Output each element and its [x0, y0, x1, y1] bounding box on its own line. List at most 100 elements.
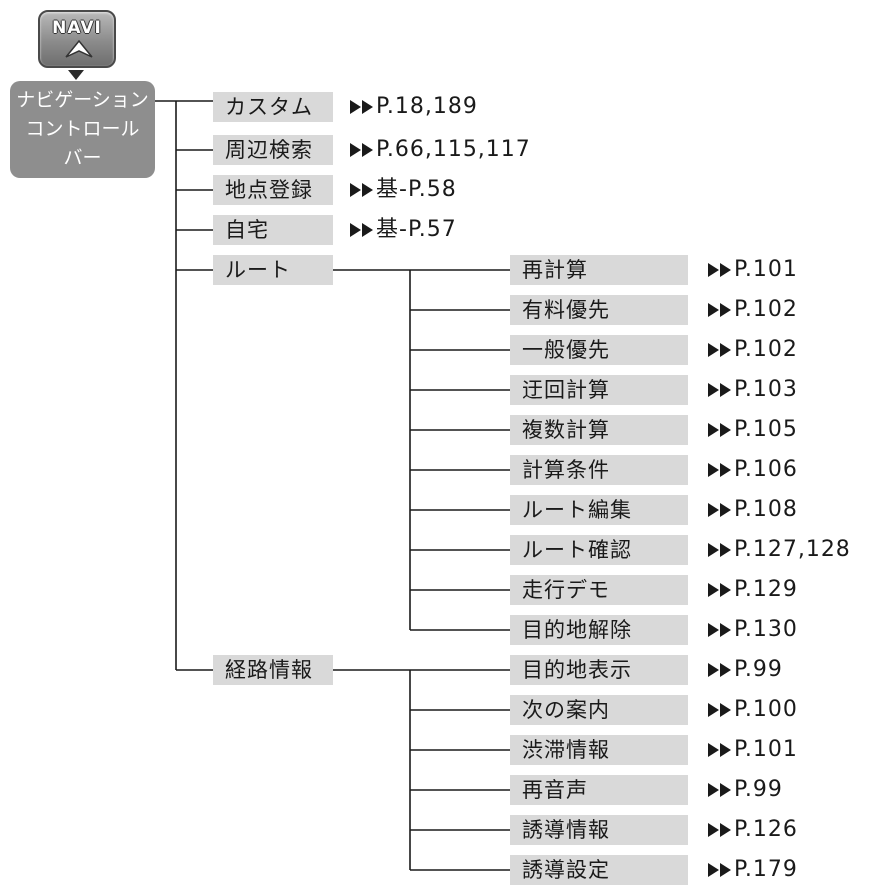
- double-arrow-icon: [708, 503, 719, 517]
- guidance-item-4[interactable]: 誘導情報: [510, 815, 688, 845]
- guidance-ref-4[interactable]: P.126: [708, 815, 798, 845]
- page-reference-text: P.99: [734, 777, 783, 802]
- route-ref-1[interactable]: P.102: [708, 295, 798, 325]
- level1-item-4[interactable]: ルート: [213, 255, 333, 285]
- page-reference-text: P.101: [734, 737, 798, 762]
- root-label-line-2: コントロール: [25, 118, 140, 140]
- guidance-item-3[interactable]: 再音声: [510, 775, 688, 805]
- page-reference-text: P.18,189: [376, 94, 478, 119]
- level1-item-1[interactable]: 周辺検索: [213, 135, 333, 165]
- navigation-control-bar: ナビゲーション コントロール バー: [10, 81, 155, 178]
- guidance-ref-5[interactable]: P.179: [708, 855, 798, 885]
- page-reference-text: P.126: [734, 817, 798, 842]
- double-arrow-icon: [350, 143, 361, 157]
- double-arrow-icon: [350, 100, 361, 114]
- double-arrow-icon: [720, 263, 731, 277]
- route-item-0[interactable]: 再計算: [510, 255, 688, 285]
- double-arrow-icon: [708, 343, 719, 357]
- page-reference-text: P.129: [734, 577, 798, 602]
- route-ref-3[interactable]: P.103: [708, 375, 798, 405]
- page-reference-text: 基-P.57: [376, 217, 457, 242]
- guidance-item-1[interactable]: 次の案内: [510, 695, 688, 725]
- level1-ref-2[interactable]: 基-P.58: [350, 175, 457, 205]
- double-arrow-icon: [720, 863, 731, 877]
- double-arrow-icon: [350, 223, 361, 237]
- navi-button-label: NAVI: [52, 18, 102, 38]
- double-arrow-icon: [720, 303, 731, 317]
- guidance-ref-0[interactable]: P.99: [708, 655, 783, 685]
- double-arrow-icon: [720, 583, 731, 597]
- page-reference-text: P.102: [734, 337, 798, 362]
- double-arrow-icon: [708, 583, 719, 597]
- navi-button[interactable]: NAVI: [38, 10, 116, 68]
- double-arrow-icon: [720, 823, 731, 837]
- route-item-8[interactable]: 走行デモ: [510, 575, 688, 605]
- route-item-3[interactable]: 迂回計算: [510, 375, 688, 405]
- double-arrow-icon: [720, 343, 731, 357]
- page-reference-text: P.101: [734, 257, 798, 282]
- level1-ref-1[interactable]: P.66,115,117: [350, 135, 531, 165]
- guidance-ref-3[interactable]: P.99: [708, 775, 783, 805]
- root-label-line-1: ナビゲーション: [16, 89, 149, 111]
- guidance-item-2[interactable]: 渋滞情報: [510, 735, 688, 765]
- double-arrow-icon: [720, 623, 731, 637]
- guidance-ref-2[interactable]: P.101: [708, 735, 798, 765]
- route-ref-4[interactable]: P.105: [708, 415, 798, 445]
- route-ref-6[interactable]: P.108: [708, 495, 798, 525]
- route-item-4[interactable]: 複数計算: [510, 415, 688, 445]
- page-reference-text: P.130: [734, 617, 798, 642]
- double-arrow-icon: [720, 703, 731, 717]
- route-item-9[interactable]: 目的地解除: [510, 615, 688, 645]
- double-arrow-icon: [720, 663, 731, 677]
- level1-ref-3[interactable]: 基-P.57: [350, 215, 457, 245]
- double-arrow-icon: [350, 183, 361, 197]
- level1-item-3[interactable]: 自宅: [213, 215, 333, 245]
- page-reference-text: P.179: [734, 857, 798, 882]
- double-arrow-icon: [720, 543, 731, 557]
- double-arrow-icon: [708, 663, 719, 677]
- navigation-arrow-icon: [65, 40, 93, 58]
- double-arrow-icon: [708, 423, 719, 437]
- guidance-ref-1[interactable]: P.100: [708, 695, 798, 725]
- double-arrow-icon: [720, 463, 731, 477]
- page-reference-text: P.127,128: [734, 537, 851, 562]
- double-arrow-icon: [708, 783, 719, 797]
- double-arrow-icon: [708, 743, 719, 757]
- double-arrow-icon: [708, 863, 719, 877]
- route-ref-0[interactable]: P.101: [708, 255, 798, 285]
- route-item-6[interactable]: ルート編集: [510, 495, 688, 525]
- page-reference-text: P.100: [734, 697, 798, 722]
- route-ref-5[interactable]: P.106: [708, 455, 798, 485]
- level1-item-5[interactable]: 経路情報: [213, 655, 333, 685]
- double-arrow-icon: [708, 263, 719, 277]
- guidance-item-5[interactable]: 誘導設定: [510, 855, 688, 885]
- double-arrow-icon: [362, 223, 373, 237]
- double-arrow-icon: [720, 383, 731, 397]
- double-arrow-icon: [720, 783, 731, 797]
- double-arrow-icon: [708, 383, 719, 397]
- route-ref-7[interactable]: P.127,128: [708, 535, 851, 565]
- level1-item-0[interactable]: カスタム: [213, 92, 333, 122]
- double-arrow-icon: [708, 823, 719, 837]
- route-item-7[interactable]: ルート確認: [510, 535, 688, 565]
- guidance-item-0[interactable]: 目的地表示: [510, 655, 688, 685]
- page-reference-text: P.103: [734, 377, 798, 402]
- double-arrow-icon: [720, 423, 731, 437]
- page-reference-text: P.99: [734, 657, 783, 682]
- level1-item-2[interactable]: 地点登録: [213, 175, 333, 205]
- route-ref-9[interactable]: P.130: [708, 615, 798, 645]
- route-ref-2[interactable]: P.102: [708, 335, 798, 365]
- double-arrow-icon: [708, 303, 719, 317]
- root-label-line-3: バー: [63, 147, 102, 169]
- double-arrow-icon: [720, 503, 731, 517]
- page-reference-text: P.106: [734, 457, 798, 482]
- route-item-5[interactable]: 計算条件: [510, 455, 688, 485]
- page-reference-text: P.108: [734, 497, 798, 522]
- double-arrow-icon: [362, 100, 373, 114]
- route-item-1[interactable]: 有料優先: [510, 295, 688, 325]
- double-arrow-icon: [708, 543, 719, 557]
- level1-ref-0[interactable]: P.18,189: [350, 92, 478, 122]
- route-ref-8[interactable]: P.129: [708, 575, 798, 605]
- route-item-2[interactable]: 一般優先: [510, 335, 688, 365]
